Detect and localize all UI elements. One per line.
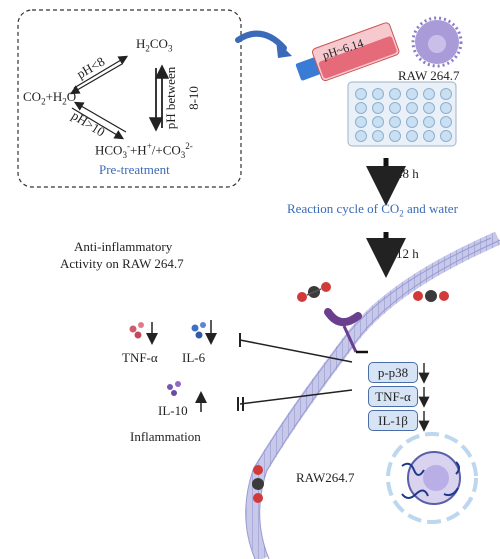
tnf-molecule-icon [129, 322, 144, 339]
marker-il1b: IL-1β [368, 410, 418, 431]
arrow-to-h2co3 [73, 55, 129, 89]
il6-molecule-icon [191, 322, 206, 339]
condition-ph-between-line2: 8-10 [185, 86, 201, 110]
il10-molecule-icon [167, 381, 181, 396]
well-icon [440, 88, 452, 100]
co2-molecule-icon [252, 465, 264, 503]
arrow-from-hco3 [73, 101, 127, 133]
raw-cell-icon [411, 16, 463, 68]
co2-molecule-icon [413, 290, 449, 302]
arrow-to-co2 [69, 63, 123, 95]
well-icon [423, 102, 435, 114]
well-icon [355, 88, 367, 100]
well-icon [440, 116, 452, 128]
inhibit-line-2 [239, 389, 353, 405]
well-icon [423, 88, 435, 100]
cytokine-tnf: TNF-α [122, 350, 158, 365]
arrow-to-hco3 [71, 107, 125, 140]
reaction-cycle-label: Reaction cycle of CO2 and water [287, 201, 458, 219]
well-icon [440, 102, 452, 114]
inflammation-label: Inflammation [130, 429, 201, 444]
inhibit-line-1 [239, 339, 353, 363]
time-12h: 12 h [396, 246, 419, 261]
pretreatment-label: Pre-treatment [99, 162, 170, 177]
nucleus-icon [386, 432, 478, 524]
cell-line-label: RAW 264.7 [398, 68, 460, 83]
activity-title-line1: Anti-inflammatory [74, 239, 173, 254]
marker-pp38: p-p38 [368, 362, 418, 383]
cell-label: RAW264.7 [296, 470, 355, 485]
time-48h: 48 h [396, 166, 419, 181]
well-icon [389, 116, 401, 128]
cytokine-il6: IL-6 [182, 350, 206, 365]
well-icon [372, 130, 384, 142]
species-hco3: HCO3-+H+/+CO32- [95, 141, 193, 160]
species-h2co3: H2CO3 [136, 36, 173, 54]
well-icon [389, 88, 401, 100]
well-icon [423, 130, 435, 142]
cell-membrane [245, 231, 500, 559]
condition-ph-between-line1: pH between [163, 66, 179, 130]
well-icon [406, 88, 418, 100]
well-plate-icon [347, 81, 457, 147]
receptor-stem [342, 325, 358, 353]
activity-title-line2: Activity on RAW 264.7 [60, 256, 184, 271]
well-icon [355, 116, 367, 128]
well-icon [389, 102, 401, 114]
receptor-icon [324, 308, 362, 326]
well-icon [355, 102, 367, 114]
well-icon [423, 116, 435, 128]
well-icon [372, 116, 384, 128]
species-co2-h2o: CO2+H2O [23, 89, 77, 107]
well-icon [406, 102, 418, 114]
well-icon [372, 88, 384, 100]
cytokine-il10: IL-10 [158, 403, 188, 418]
marker-tnf: TNF-α [368, 386, 418, 407]
well-icon [406, 116, 418, 128]
culture-flask-icon [295, 22, 400, 82]
well-icon [406, 130, 418, 142]
well-icon [355, 130, 367, 142]
well-icon [389, 130, 401, 142]
well-icon [372, 102, 384, 114]
pretreatment-box [17, 9, 242, 188]
co2-molecule-icon [297, 282, 331, 302]
well-icon [440, 130, 452, 142]
